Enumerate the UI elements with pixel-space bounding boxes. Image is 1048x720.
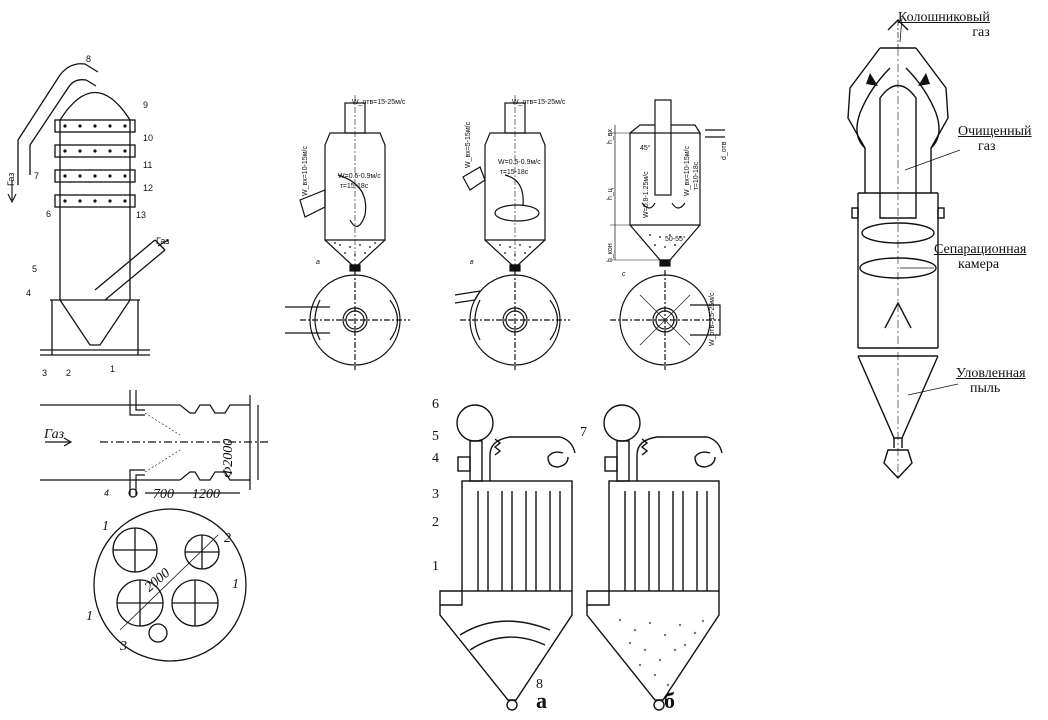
bag-filter-callout-5: 5 [432,429,439,444]
scrubber-callout-5: 5 [32,264,38,274]
cross-section-diagram [93,508,247,662]
bag-filter-callout-4: 4 [432,451,439,466]
cyclone-a-w-in: W_вх=10-15м/с [302,146,309,196]
cyclone-b-w-out: W_отв=15-25м/с [512,99,566,106]
cross-section-callout-1b: 1 [86,609,93,624]
scrubber-callout-6: 6 [46,209,52,219]
cyclone-b-t: τ=15-18с [500,169,529,176]
venturi-gas-label: Газ [44,427,65,442]
cyclone-c-angle2: 45° [640,145,651,152]
cross-section-callout-1c: 1 [232,577,239,592]
dust-catcher-label-top-gas: Колошниковый газ [898,10,990,40]
cyclone-c-d-out: d_отв [721,141,728,160]
cross-section-callout-2: 2 [224,531,231,546]
dust-catcher-label-separation-line1: Сепарационная [934,242,1027,257]
bag-filter-callout-8: 8 [536,677,543,692]
cross-section-callout-1a: 1 [102,519,109,534]
dust-catcher-label-clean-gas: Очищенный газ [958,124,1032,154]
scrubber-callout-13: 13 [136,210,147,220]
venturi-dim-700: 700 [153,487,174,502]
dust-catcher-label-dust-line2: пыль [970,381,1001,396]
cyclone-c-dim-hc: h_ц [607,188,614,200]
scrubber-callout-12: 12 [143,183,154,193]
cyclone-c-t: τ=10-18с [693,161,700,190]
bag-filter-callout-7: 7 [580,425,587,440]
dust-catcher-label-dust: Уловленная пыль [956,366,1026,396]
scrubber-gas-outlet-label: Газ [6,172,16,186]
dust-catcher-label-dust-line1: Уловленная [956,366,1026,381]
dust-catcher-label-clean-line1: Очищенный [958,124,1032,139]
cyclone-c-w-out: W_отв=15-25м/с [709,292,716,346]
scrubber-callout-4: 4 [26,288,32,298]
cyclone-c-dim-hkon: h_кон [607,243,614,262]
cyclone-a-w-out: W_отв=15-25м/с [352,99,406,106]
dust-catcher-label-top-line2: газ [972,25,990,40]
scrubber-callout-10: 10 [143,133,154,143]
bag-filter-callout-6: 6 [432,397,439,412]
cyclone-a-t: τ=15-18с [340,183,369,190]
cyclone-a-diagram [285,95,410,370]
bag-filter-letter-b: б [664,688,675,713]
venturi-pipe-diagram [40,390,270,498]
bag-filter-callout-1: 1 [432,559,439,574]
cyclone-a-w-body: W=0.5-0.9м/с [338,173,381,180]
scrubber-callout-7: 7 [34,171,40,181]
cyclone-c-dim-hvh: h_вх [607,128,614,144]
venturi-dim-1200: 1200 [192,487,220,502]
cyclone-b-diagram [454,95,570,370]
scrubber-callout-9: 9 [143,100,149,110]
cyclone-c-angle: 50-55° [665,236,686,243]
dust-catcher-label-clean-line2: газ [978,139,996,154]
scrubber-callout-3: 3 [42,368,48,378]
venturi-callout-4: 4 [104,488,110,498]
cyclone-a-letter: а [316,259,320,266]
scrubber-gas-inlet-label: Газ [156,236,170,246]
cyclone-c-letter: с [622,271,626,278]
venturi-diameter-label: Ф2000 [221,438,236,478]
cyclone-c-diagram [610,99,725,370]
bag-filter-letter-a: а [536,688,547,713]
dust-catcher-label-separation-line2: камера [958,257,1000,272]
dust-catcher-label-top-line1: Колошниковый [898,10,990,25]
bag-filter-diagram [439,404,723,711]
scrubber-callout-1: 1 [110,364,116,374]
scrubber-tower-diagram [7,63,169,356]
bag-filter-callout-2: 2 [432,515,439,530]
cyclone-b-w-body: W=0.5-0.9м/с [498,159,541,166]
bag-filter-callout-3: 3 [432,487,439,502]
cyclone-c-w-body: W=0.8-1.25м/с [643,171,650,218]
scrubber-callout-2: 2 [66,368,72,378]
cyclone-b-w-in: W_вх=5-15м/с [465,121,472,168]
scrubber-callout-11: 11 [143,160,153,170]
dust-catcher-diagram [847,19,949,480]
dust-catcher-label-separation: Сепарационная камера [934,242,1026,272]
cross-section-callout-3: 3 [120,639,127,654]
dust-catcher-leader-lines [899,17,961,396]
cyclone-b-letter: в [470,259,474,266]
scrubber-callout-8: 8 [86,54,92,64]
